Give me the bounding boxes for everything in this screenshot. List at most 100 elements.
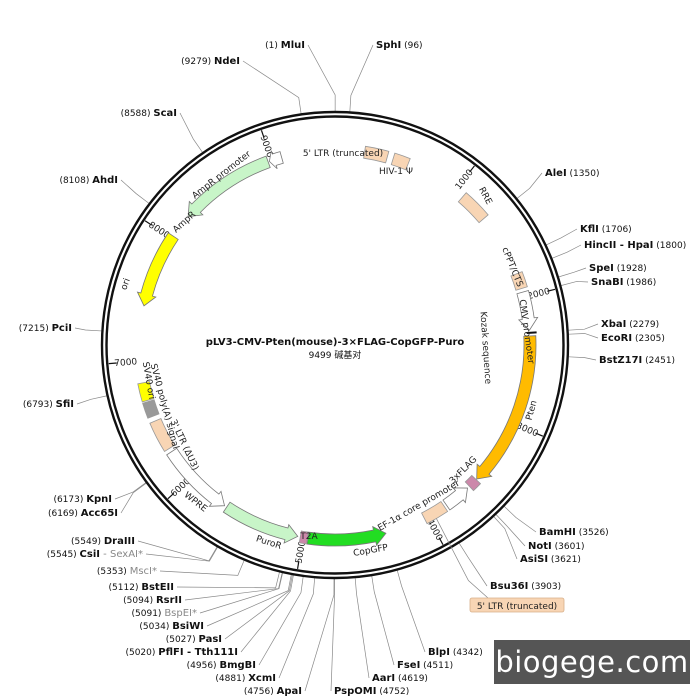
site-leader-scai [179,112,203,153]
site-rsrii: (5094) RsrII [123,595,182,606]
site-leader-bsu36i [458,543,488,587]
feature-box-9 [421,500,449,525]
feature-3xflag [464,474,482,492]
site-aari: AarI (4619) [372,673,428,684]
site-bmgbi: (4956) BmgBI [187,660,256,671]
site-bamhi: BamHI (3526) [539,527,609,538]
site-leader-bmgbi [258,576,304,666]
tick-4000 [438,537,444,545]
site-leader-csii-sexai [145,547,218,562]
site-leader-ahdi [120,179,150,204]
feature-ori [136,232,179,307]
site-leader-hincii-hpai [552,244,582,259]
site-acc65i: (6169) Acc65I [48,508,118,519]
tick-9000 [260,130,265,139]
site-leader-acc65i [120,482,147,514]
tick-label-7000: 7000 [114,357,138,369]
feature-puror [222,501,299,544]
site-msci: (5353) MscI* [97,566,157,577]
site-leader-pflfi-tth111i [240,575,294,653]
site-pasi: (5027) PasI [166,634,222,645]
tick-1000 [469,165,475,173]
site-leader-sphi [349,44,374,112]
feature-label-rre: RRE [476,186,494,207]
site-sphi: SphI (96) [376,40,423,51]
watermark-background [494,640,690,684]
site-bsu36i: Bsu36I (3903) [490,581,561,592]
site-leader-ndei [242,60,302,114]
site-leader-xcmi [278,578,316,679]
feature-label-5-ltr-truncated: 5' LTR (truncated) [303,149,383,159]
site-leader-apai [304,578,335,692]
feature-cmv-promoter [516,290,539,331]
site-snabi: SnaBI (1986) [591,277,656,288]
feature-3-ltr-u3 [149,418,176,453]
site-leader-spei [558,267,587,278]
tick-5000 [296,560,300,569]
backbone-outer-ring [100,110,570,580]
feature-label-t2a: T2A [299,532,318,542]
site-asisi: AsiSI (3621) [520,554,581,565]
ltr-callout-box [469,597,565,613]
site-leader-bsiwi [206,574,292,627]
site-pflfi-tth111i: (5020) PflFI - Tth111I [125,647,238,658]
watermark: biogege.com [495,645,689,679]
site-pcii: (7215) PciI [19,323,72,334]
site-kpni: (6173) KpnI [53,494,112,505]
tick-6000 [167,492,175,500]
feature-label-kozak-sequence: Kozak sequence [477,311,492,385]
tick-2000 [547,288,556,292]
feature-sv40-poly-a-signal [142,399,160,419]
site-leader-bsteii [176,572,280,589]
site-leader-ecori [568,333,599,339]
site-leader-pcii [74,327,102,332]
site-leader-aari [354,578,370,679]
feature-cppt-cts [510,271,528,291]
site-leader-noti [495,514,526,547]
site-ecori: EcoRI (2305) [601,333,665,344]
ltr-callout-leader [436,518,489,599]
site-mlui: (1) MluI [265,40,305,51]
plasmid-size: 9499 碱基对 [309,349,362,361]
site-scai: (8588) ScaI [121,108,177,119]
site-leader-kpni [114,482,147,500]
site-ahdi: (8108) AhdI [59,175,118,186]
site-leader-bstz17i [568,356,597,361]
site-bsteii: (5112) BstEII [109,582,174,593]
tick-label-5000: 5000 [295,540,309,565]
feature-label-ori: ori [119,277,132,291]
site-leader-bamhi [504,506,537,533]
feature-rre [457,192,489,224]
site-leader-pasi [224,575,293,640]
feature-wpre [166,447,226,507]
site-leader-mlui [307,44,336,112]
feature-label-hiv-1: HIV-1 Ψ [379,167,413,177]
ltr-callout-label: 5' LTR (truncated) [477,602,557,612]
site-apai: (4756) ApaI [244,686,302,697]
site-pspomi: PspOMI (4752) [334,686,409,697]
feature-copgfp [306,525,387,547]
features [136,145,539,547]
tick-3000 [535,432,544,437]
feature-t2a [298,530,309,545]
site-leader-fsei [371,576,395,666]
site-leader-blpi [396,570,426,653]
feature-label-ampr: AmpR [171,210,198,235]
site-leader-sfii [76,395,107,405]
feature-hiv-1 [390,152,411,171]
tick-7000 [108,362,117,365]
backbone-inner-ring [105,115,565,575]
feature-5-ltr-truncated [363,145,390,164]
site-bspei: (5091) BspEI* [132,608,198,619]
site-xbai: XbaI (2279) [601,319,659,330]
site-csii-sexai: (5545) CsiI - SexAI* [47,549,143,560]
plasmid-title: pLV3-CMV-Pten(mouse)-3×FLAG-CopGFP-Puro [206,337,465,348]
site-leader-kfli [546,228,578,246]
feature-ampr [187,155,271,218]
site-spei: SpeI (1928) [589,263,647,274]
site-bstz17i: BstZ17I (2451) [599,355,675,366]
site-bsiwi: (5034) BsiWI [139,621,204,632]
site-leader-alei [517,172,543,199]
